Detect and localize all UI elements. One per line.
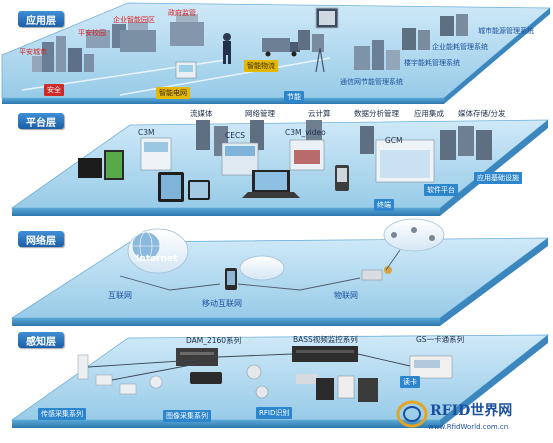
label-stream-media: 流媒体	[190, 109, 213, 118]
bass-nvr-icon	[292, 346, 358, 362]
router-icon	[361, 266, 392, 281]
label-c3m: C3M	[138, 128, 155, 137]
mobile-cloud-icon	[239, 255, 285, 281]
label-building-energy: 楼宇能耗管理系统	[404, 59, 460, 67]
label-mobile-internet: 移动互联网	[202, 299, 242, 308]
label-iot: 物联网	[334, 291, 358, 300]
label-image-collect: 图像采集系列	[163, 410, 211, 422]
label-government: 政府监管	[168, 9, 196, 17]
label-enterprise-park: 企业智能园区	[113, 16, 155, 24]
rfid-logo	[396, 400, 428, 428]
government-building-icon	[170, 14, 204, 46]
label-dam: DAM_2160系列	[186, 336, 242, 345]
video-panel-icon	[289, 139, 325, 171]
gs-card-terminal-icon	[409, 355, 453, 379]
label-cecs: CECS	[225, 131, 245, 140]
enterprise-park-icon	[120, 22, 156, 52]
c3m-panel-icon	[140, 137, 172, 171]
server-rack-icon-app	[298, 30, 324, 52]
label-gs: GS一卡通系列	[416, 335, 465, 344]
gcm-screen-icon	[375, 139, 435, 183]
tower-icon	[315, 47, 325, 73]
label-network-mgmt: 网络管理	[245, 109, 275, 118]
label-internet: 互联网	[108, 291, 132, 300]
desktop-computer-icon	[78, 150, 124, 180]
watermark-brand: RFID世界网	[430, 403, 513, 419]
dam-controller-icon	[176, 348, 218, 366]
label-safety: 安全	[44, 84, 64, 96]
energy-buildings-icon	[354, 40, 400, 70]
label-terminal: 终端	[374, 199, 394, 211]
truck-icon	[262, 38, 300, 57]
worker-icon	[223, 33, 231, 64]
perception-links	[87, 353, 411, 381]
internet-globe-icon	[127, 228, 189, 274]
cecs-screen-icon	[221, 142, 259, 176]
tablet-icon	[158, 172, 210, 202]
label-enterprise-energy: 企业能耗管理系统	[432, 43, 488, 51]
smart-meter-icon	[175, 61, 197, 79]
label-software-platform: 软件平台	[424, 184, 458, 196]
label-smart-grid: 智能电网	[156, 87, 190, 99]
label-bass: BASS视频监控系列	[293, 335, 358, 344]
monitor-icon	[315, 7, 339, 29]
cctv-camera-icon	[190, 364, 318, 399]
storage-server-icon	[440, 126, 492, 160]
label-energy-save: 节能	[284, 91, 304, 103]
application-layer-badge: 应用层	[18, 11, 64, 27]
label-internet-cloud: Internet	[136, 254, 178, 264]
smartphone-icon	[225, 268, 237, 290]
label-card: 读卡	[400, 376, 420, 388]
city-buildings-icon	[32, 36, 94, 72]
label-data-mgmt: 数据分析管理	[354, 109, 399, 118]
label-gcm: GCM	[385, 136, 403, 145]
label-city-energy: 城市能源管理系统	[478, 27, 534, 35]
network-plate	[10, 237, 550, 326]
phone-device-icon	[335, 165, 349, 191]
label-rfid: RFID识别	[256, 407, 293, 419]
watermark-url: www.RfidWorld.com.cn	[428, 423, 509, 431]
label-media-dist: 媒体存储/分发	[458, 109, 506, 118]
network-layer-badge: 网络层	[18, 231, 64, 247]
enterprise-server-icon	[440, 14, 468, 36]
label-c3m-video: C3M_video	[285, 128, 326, 137]
label-logistics: 智能物流	[244, 60, 278, 72]
rfid-reader-icon	[316, 375, 378, 402]
platform-layer-badge: 平台层	[18, 113, 64, 129]
label-app-integration: 应用集成	[414, 109, 444, 118]
iot-cloud-icon	[383, 218, 445, 252]
energy-server-icon	[402, 28, 430, 50]
label-safe-city: 平安城市	[19, 48, 47, 56]
label-safe-campus: 平安校园	[78, 29, 106, 37]
label-comm-energy: 通信网节能管理系统	[340, 78, 403, 86]
perception-layer-badge: 感知层	[18, 332, 64, 348]
laptop-icon	[242, 170, 300, 198]
network-links	[119, 249, 401, 291]
label-cloud-compute: 云计算	[308, 109, 331, 118]
label-sensor-collect: 传感采集系列	[38, 408, 86, 420]
label-basic-facility: 应用基础设施	[474, 172, 522, 184]
